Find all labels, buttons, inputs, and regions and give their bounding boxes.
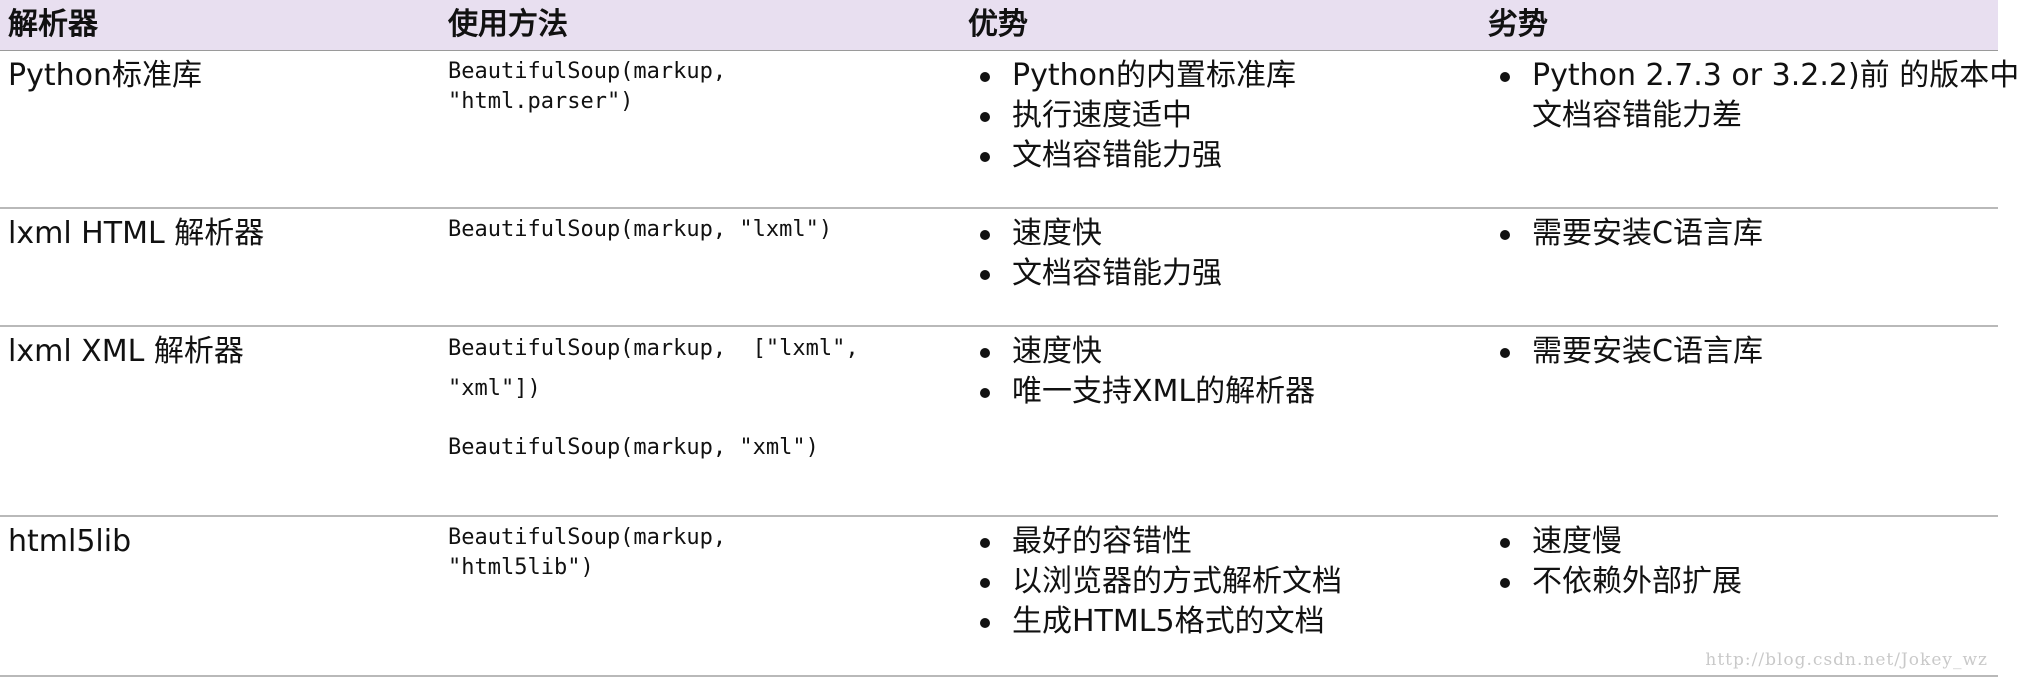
bullet-icon (980, 388, 990, 398)
cons-list: 需要安装C语言库 (1488, 209, 1998, 254)
header-pros: 优势 (968, 7, 1028, 42)
bullet-icon (980, 270, 990, 280)
pros-cell: Python的内置标准库 执行速度适中 文档容错能力强 (968, 51, 1488, 176)
bullet-icon (980, 230, 990, 240)
list-item: Python 2.7.3 or 3.2.2)前 的版本中文档容错能力差 (1488, 56, 2022, 136)
usage-cell: BeautifulSoup(markup, "html5lib") (448, 517, 968, 583)
table-row: lxml HTML 解析器 BeautifulSoup(markup, "lxm… (0, 209, 1998, 327)
usage-cell: BeautifulSoup(markup, "lxml") (448, 209, 968, 245)
usage-code: BeautifulSoup(markup, "html5lib") (448, 525, 727, 580)
usage-cell: BeautifulSoup(markup, "html.parser") (448, 51, 968, 117)
list-item: 速度快 (968, 332, 1488, 372)
list-item: 文档容错能力强 (968, 254, 1488, 294)
bullet-icon (1500, 72, 1510, 82)
pros-list: 速度快 文档容错能力强 (968, 209, 1488, 294)
table-row: Python标准库 BeautifulSoup(markup, "html.pa… (0, 51, 2019, 209)
cons-cell: 需要安装C语言库 (1488, 327, 1998, 372)
bullet-icon (1500, 578, 1510, 588)
watermark: http://blog.csdn.net/Jokey_wz (1705, 650, 1988, 670)
bullet-icon (1500, 230, 1510, 240)
parser-name: Python标准库 (8, 58, 202, 93)
bullet-icon (980, 538, 990, 548)
usage-code: BeautifulSoup(markup, "xml") (448, 435, 819, 460)
list-item: 不依赖外部扩展 (1488, 562, 1998, 602)
table-row: html5lib BeautifulSoup(markup, "html5lib… (0, 517, 1998, 677)
bullet-icon (980, 348, 990, 358)
list-item: 以浏览器的方式解析文档 (968, 562, 1488, 602)
header-usage: 使用方法 (448, 7, 568, 42)
pros-list: 最好的容错性 以浏览器的方式解析文档 生成HTML5格式的文档 (968, 517, 1488, 642)
list-item: 最好的容错性 (968, 522, 1488, 562)
pros-cell: 最好的容错性 以浏览器的方式解析文档 生成HTML5格式的文档 (968, 517, 1488, 642)
cons-cell: 需要安装C语言库 (1488, 209, 1998, 254)
pros-list: 速度快 唯一支持XML的解析器 (968, 327, 1488, 412)
table-header-row: 解析器 使用方法 优势 劣势 (0, 0, 1998, 51)
list-item: 执行速度适中 (968, 96, 1488, 136)
cons-list: Python 2.7.3 or 3.2.2)前 的版本中文档容错能力差 (1488, 51, 2019, 136)
list-item: 需要安装C语言库 (1488, 214, 1998, 254)
parser-name: lxml HTML 解析器 (8, 216, 265, 251)
bullet-icon (980, 578, 990, 588)
list-item: 文档容错能力强 (968, 136, 1488, 176)
bullet-icon (1500, 348, 1510, 358)
bullet-icon (980, 152, 990, 162)
usage-code: BeautifulSoup(markup, "lxml") (448, 217, 833, 242)
bullet-icon (980, 618, 990, 628)
list-item: 需要安装C语言库 (1488, 332, 1998, 372)
list-item: 生成HTML5格式的文档 (968, 602, 1488, 642)
pros-list: Python的内置标准库 执行速度适中 文档容错能力强 (968, 51, 1488, 176)
bullet-icon (980, 72, 990, 82)
parser-name: lxml XML 解析器 (8, 334, 244, 369)
bullet-icon (1500, 538, 1510, 548)
list-item: Python的内置标准库 (968, 56, 1488, 96)
list-item: 速度慢 (1488, 522, 1998, 562)
header-cons: 劣势 (1488, 7, 1548, 42)
cons-cell: 速度慢 不依赖外部扩展 (1488, 517, 1998, 602)
usage-code: BeautifulSoup(markup, ["lxml", "xml"]) (448, 336, 859, 401)
header-parser: 解析器 (8, 7, 98, 42)
parser-name: html5lib (8, 524, 132, 559)
usage-code: BeautifulSoup(markup, "html.parser") (448, 59, 727, 114)
cons-list: 需要安装C语言库 (1488, 327, 1998, 372)
table-row: lxml XML 解析器 BeautifulSoup(markup, ["lxm… (0, 327, 1998, 517)
cons-cell: Python 2.7.3 or 3.2.2)前 的版本中文档容错能力差 (1488, 51, 2019, 136)
pros-cell: 速度快 文档容错能力强 (968, 209, 1488, 294)
cons-list: 速度慢 不依赖外部扩展 (1488, 517, 1998, 602)
list-item: 速度快 (968, 214, 1488, 254)
list-item: 唯一支持XML的解析器 (968, 372, 1488, 412)
usage-cell: BeautifulSoup(markup, ["lxml", "xml"]) B… (448, 327, 968, 463)
pros-cell: 速度快 唯一支持XML的解析器 (968, 327, 1488, 412)
bullet-icon (980, 112, 990, 122)
